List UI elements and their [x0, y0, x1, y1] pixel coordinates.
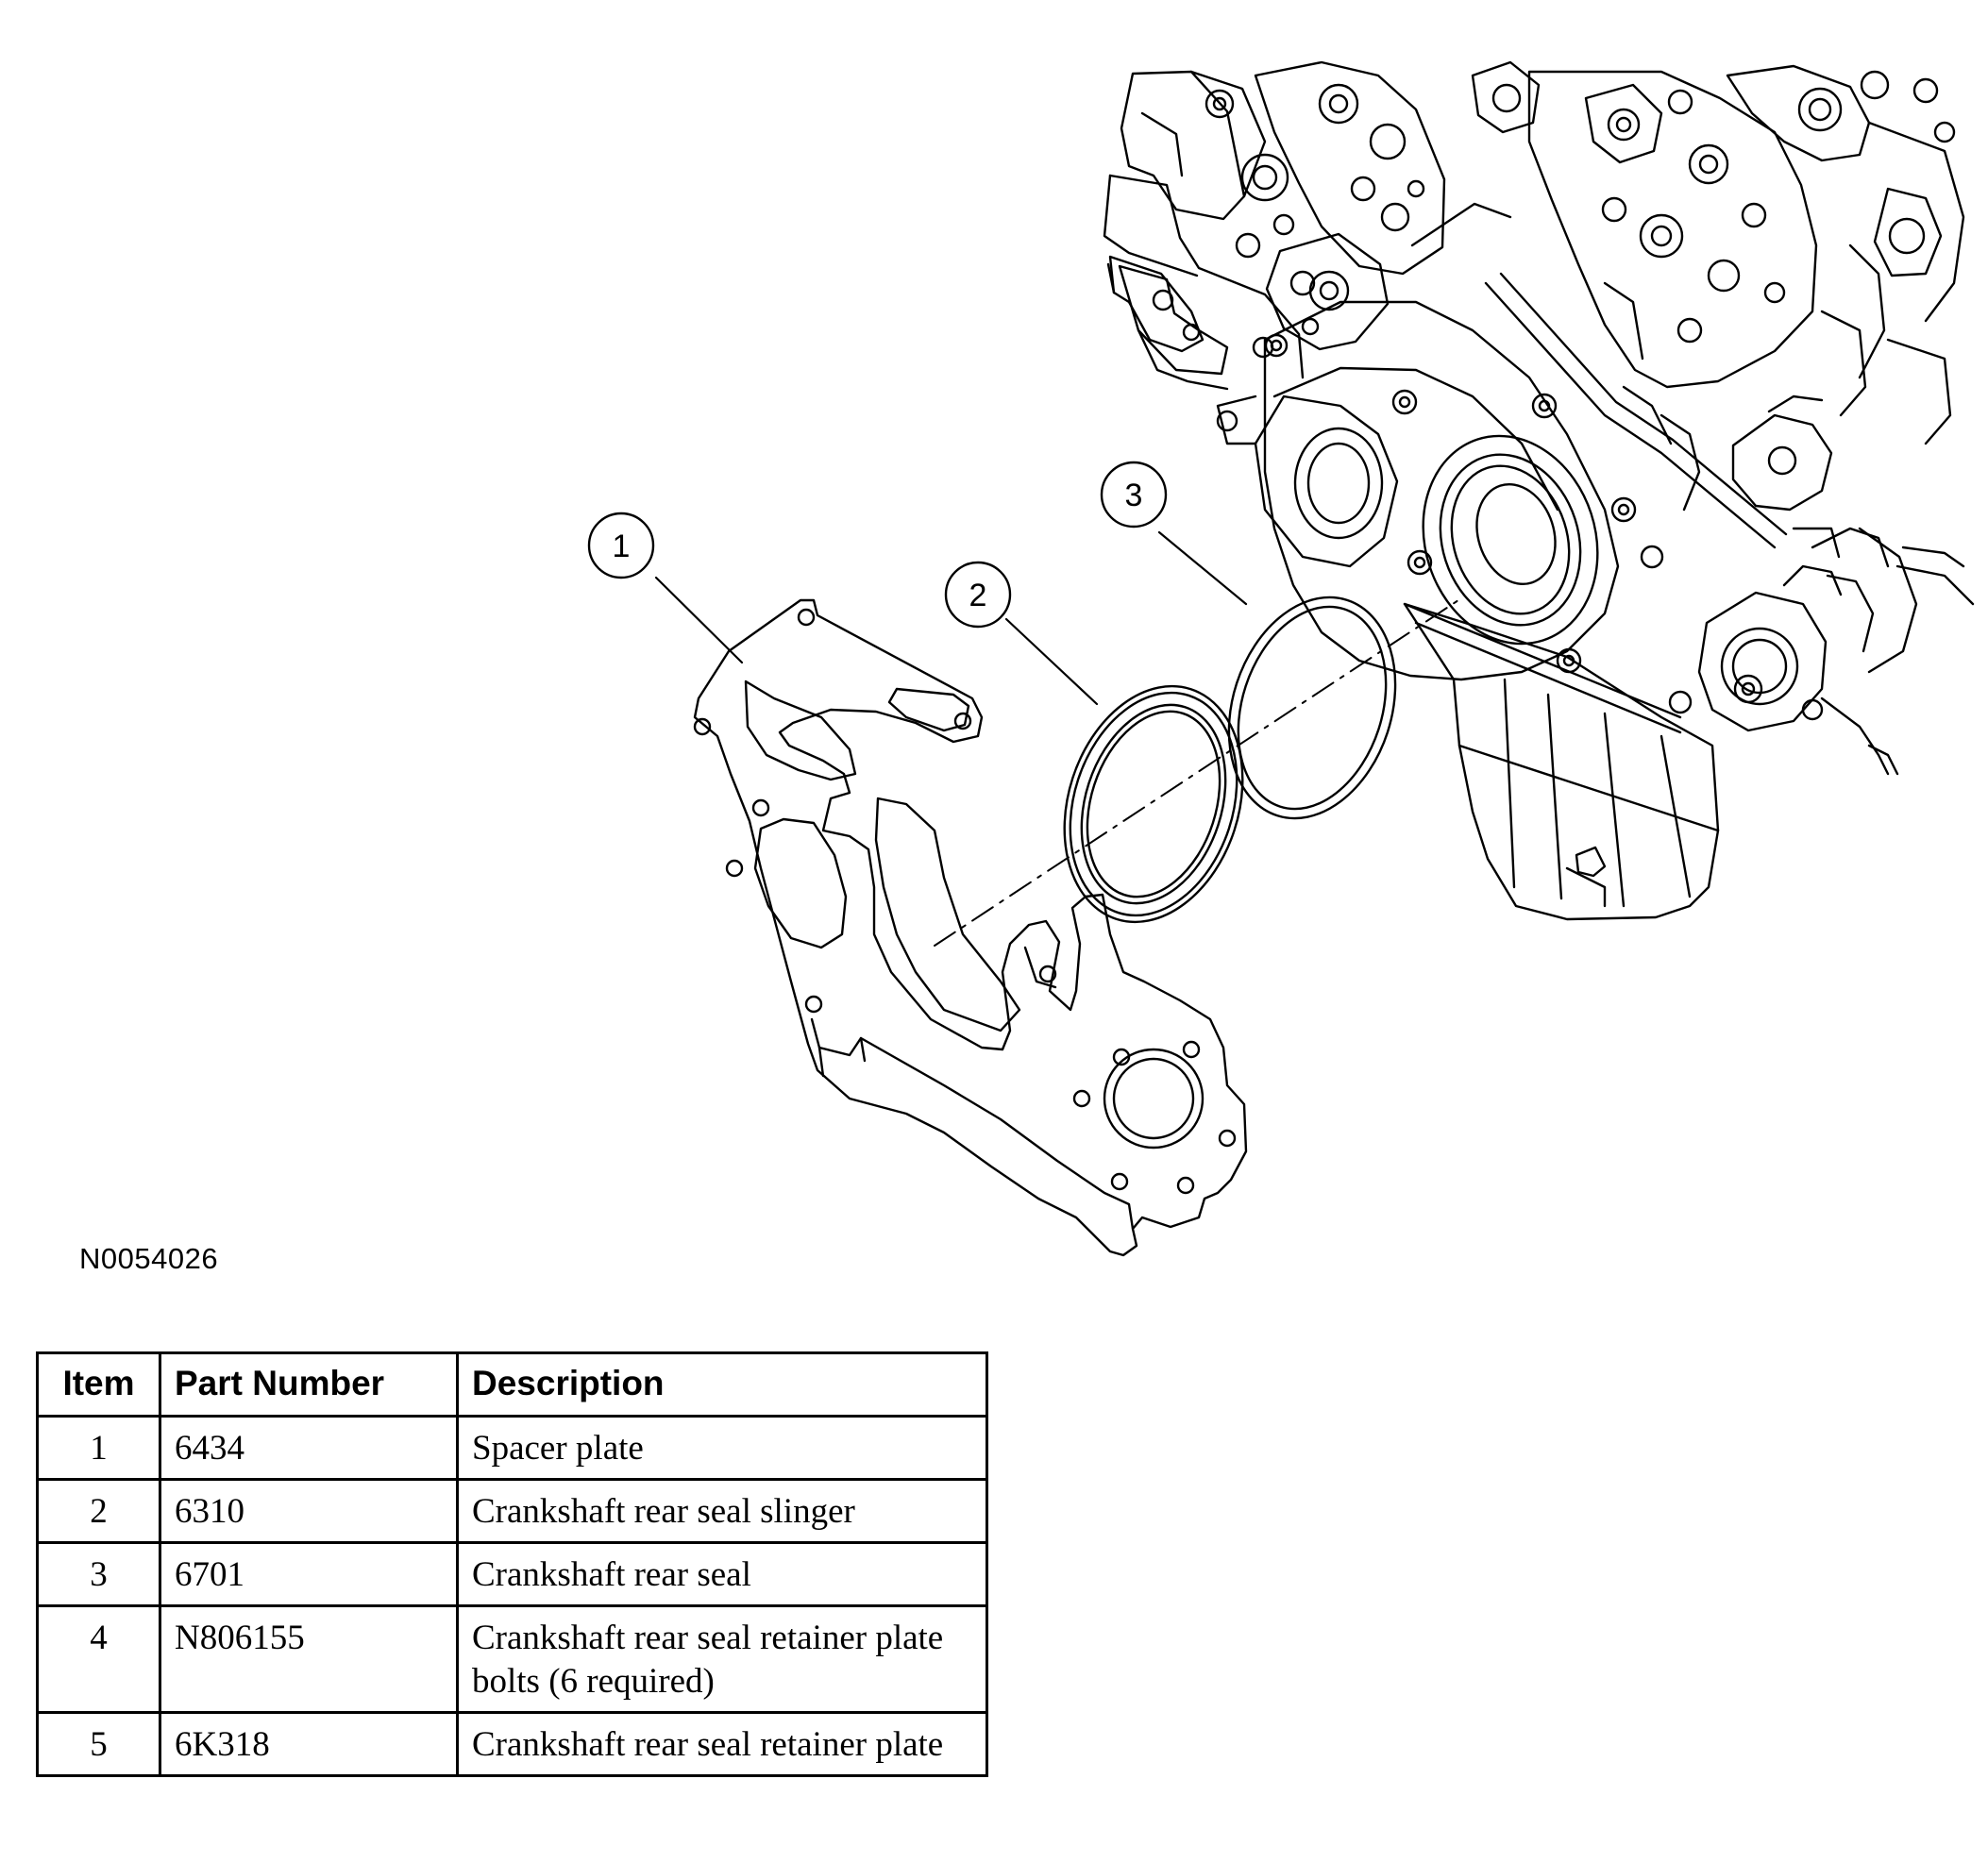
callout-3-number: 3 [1125, 478, 1143, 513]
item-cell: 1 [36, 1415, 161, 1481]
parts-table: Item Part Number Description 1 6434 Spac… [36, 1351, 988, 1777]
description-cell: Crankshaft rear seal slinger [456, 1478, 988, 1544]
item-cell: 5 [36, 1711, 161, 1777]
table-header-row: Item Part Number Description [36, 1351, 988, 1418]
callout-3-bubble [1100, 461, 1168, 529]
table-row: 5 6K318 Crankshaft rear seal retainer pl… [36, 1711, 988, 1777]
table-row: 2 6310 Crankshaft rear seal slinger [36, 1478, 988, 1544]
description-cell: Crankshaft rear seal retainer plate bolt… [456, 1604, 988, 1714]
callout-2-leader [1004, 617, 1099, 706]
part-number-cell: 6434 [159, 1415, 459, 1481]
description-header: Description [456, 1351, 988, 1418]
item-cell: 2 [36, 1478, 161, 1544]
part-number-header: Part Number [159, 1351, 459, 1418]
crankshaft-rear-seal-drawing [1227, 596, 1397, 820]
crankshaft-rear-seal-slinger-drawing [1063, 684, 1244, 924]
spacer-plate-drawing [693, 598, 1248, 1257]
table-row: 3 6701 Crankshaft rear seal [36, 1541, 988, 1607]
callout-2-bubble [944, 561, 1012, 629]
item-header: Item [36, 1351, 161, 1418]
description-cell: Crankshaft rear seal [456, 1541, 988, 1607]
part-number-cell: 6310 [159, 1478, 459, 1544]
engine-block [1103, 60, 1975, 921]
exploded-view-diagram: 1 2 3 [587, 60, 1975, 1257]
description-cell: Crankshaft rear seal retainer plate [456, 1711, 988, 1777]
part-number-cell: N806155 [159, 1604, 459, 1714]
crankshaft-centerline [934, 597, 1462, 947]
callout-2-number: 2 [969, 578, 987, 613]
figure-id: N0054026 [79, 1242, 219, 1275]
table-row: 4 N806155 Crankshaft rear seal retainer … [36, 1604, 988, 1714]
part-number-cell: 6K318 [159, 1711, 459, 1777]
callout-1-number: 1 [613, 529, 631, 564]
item-cell: 4 [36, 1604, 161, 1714]
callout-1-leader [654, 576, 744, 664]
callout-3-leader [1157, 530, 1248, 606]
description-cell: Spacer plate [456, 1415, 988, 1481]
part-number-cell: 6701 [159, 1541, 459, 1607]
item-cell: 3 [36, 1541, 161, 1607]
table-row: 1 6434 Spacer plate [36, 1415, 988, 1481]
callout-1-bubble [587, 512, 655, 579]
